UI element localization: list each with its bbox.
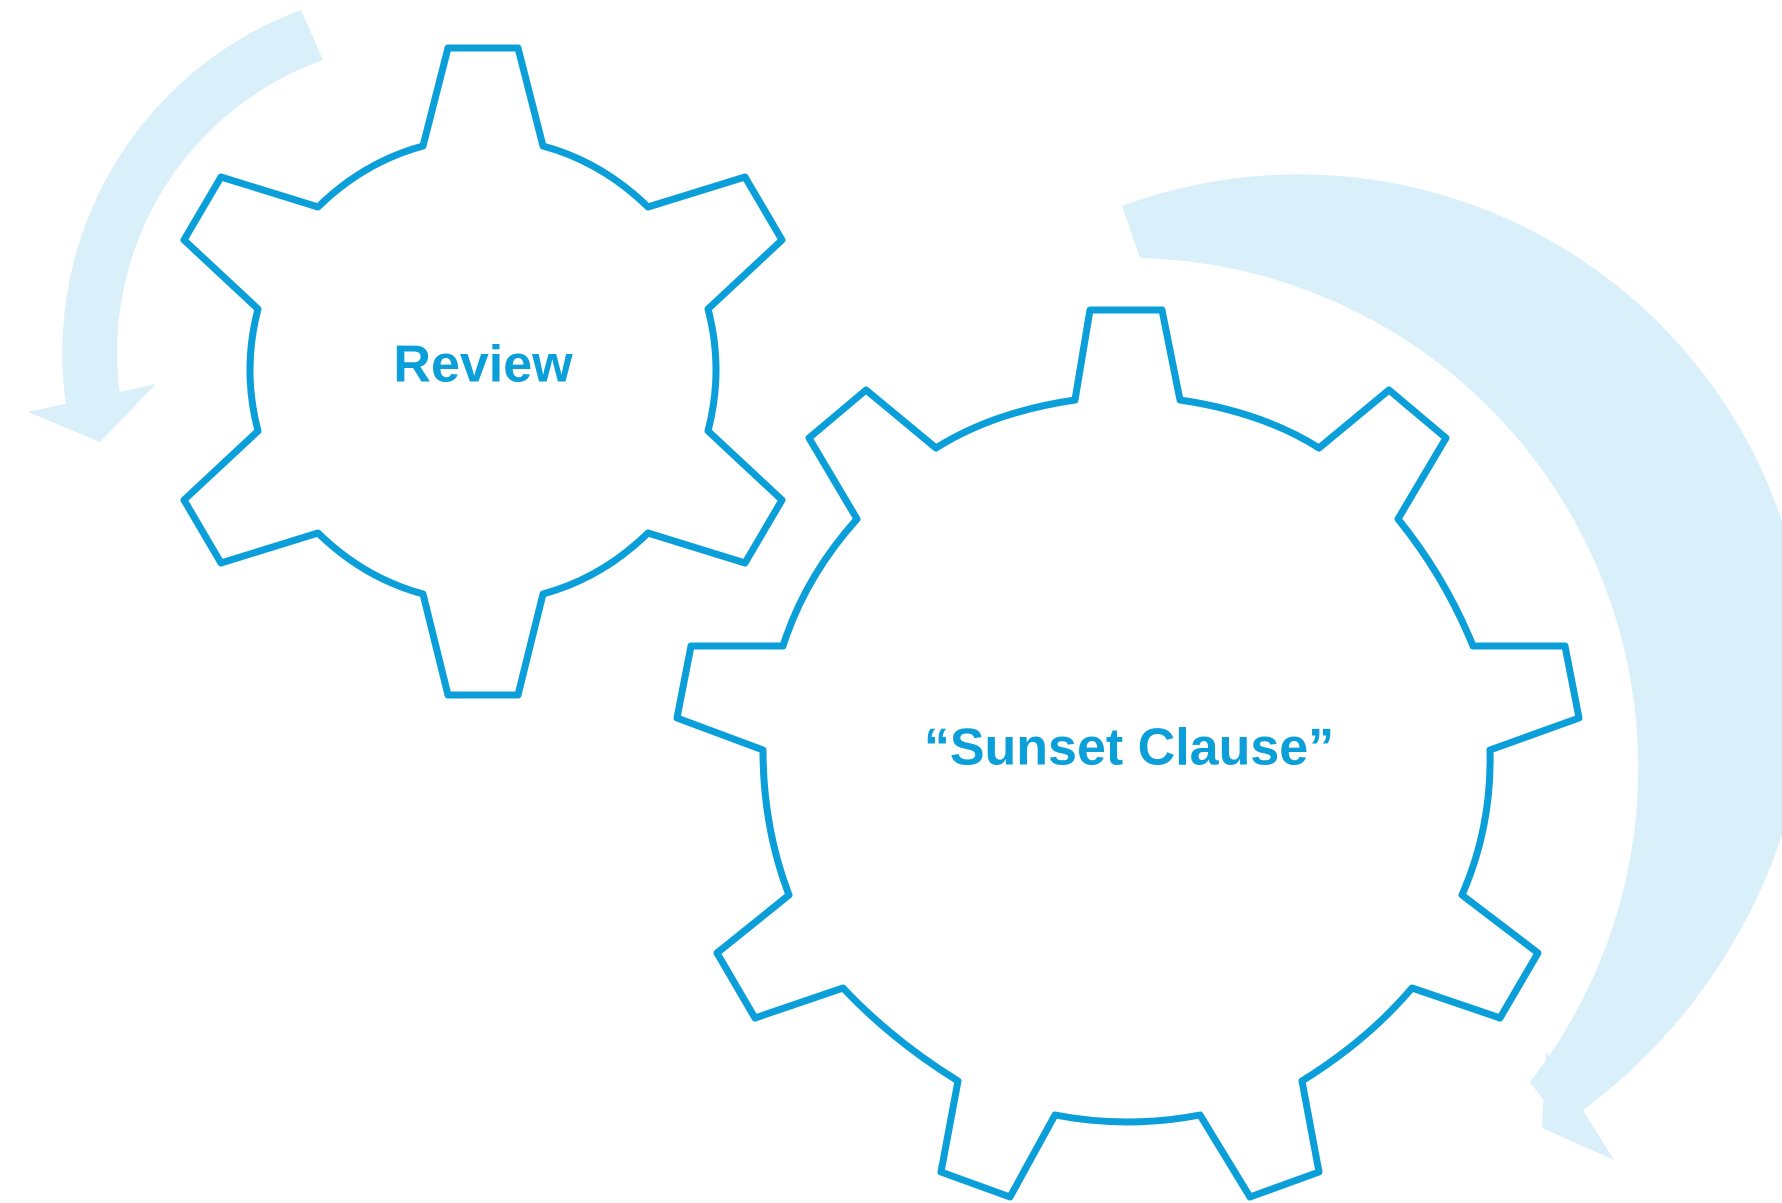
- cycle-arrow-right-band: [1122, 174, 1782, 1126]
- gear-review-outline: [180, 44, 786, 699]
- gear-review: Review: [180, 44, 786, 699]
- gear-sunset-clause: “Sunset Clause”: [673, 306, 1583, 1201]
- cycle-arrow-right: [1122, 174, 1782, 1160]
- cycle-arrow-left: [28, 10, 323, 442]
- gear-review-label: Review: [393, 336, 573, 394]
- cycle-arrow-right-head: [1542, 1051, 1614, 1160]
- cycle-arrow-left-head: [28, 384, 156, 442]
- gear-sunset-clause-label: “Sunset Clause”: [924, 719, 1334, 777]
- cycle-arrow-left-band: [62, 10, 323, 404]
- gear-sunset-clause-outline: [673, 306, 1583, 1201]
